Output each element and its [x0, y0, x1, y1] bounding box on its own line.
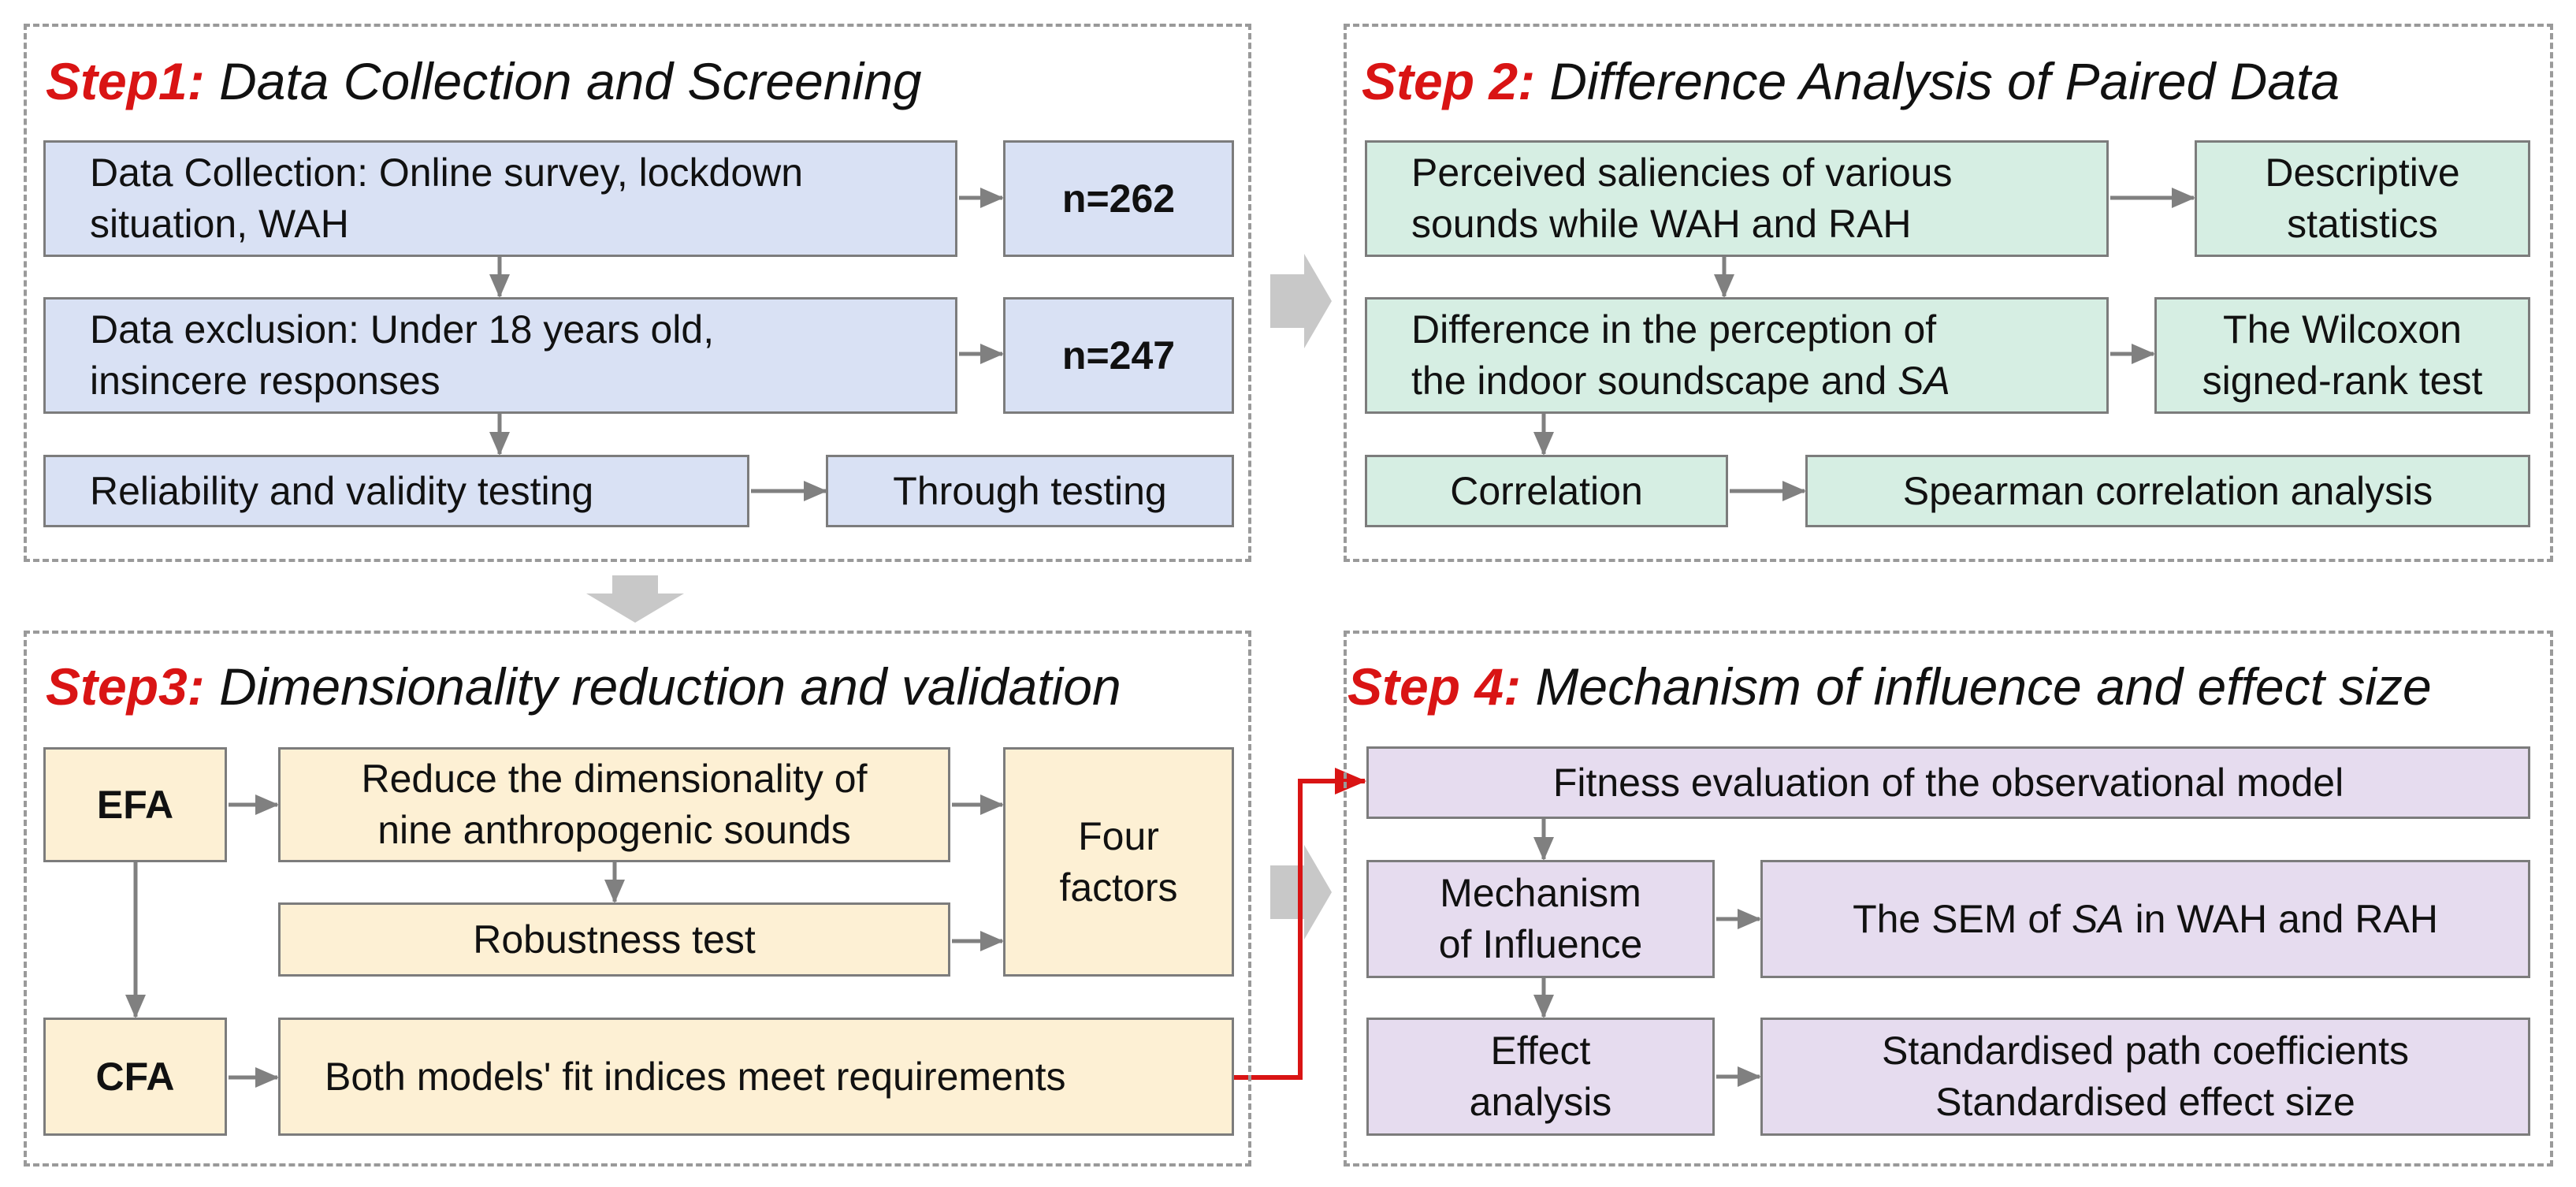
- cfa-box: CFA: [43, 1018, 227, 1136]
- data-collection-text: Data Collection: Online survey, lockdown…: [90, 151, 804, 246]
- four-factors-text: Four factors: [1059, 813, 1178, 910]
- step3-title: Step3: Dimensionality reduction and vali…: [46, 660, 1121, 713]
- through-testing-box: Through testing: [826, 455, 1234, 527]
- fitness-evaluation-box: Fitness evaluation of the observational …: [1366, 746, 2530, 819]
- robustness-test-text: Robustness test: [473, 917, 756, 962]
- perceived-saliencies-box: Perceived saliencies of various sounds w…: [1365, 140, 2109, 257]
- step2-label: Step 2:: [1362, 52, 1536, 110]
- four-factors-box: Four factors: [1003, 747, 1234, 977]
- reliability-testing-text: Reliability and validity testing: [90, 468, 594, 513]
- model-fit-text: Both models' fit indices meet requiremen…: [325, 1054, 1066, 1099]
- sem-text-start: The SEM of: [1853, 896, 2072, 941]
- sem-text: The SEM of SA in WAH and RAH: [1853, 894, 2438, 945]
- sem-box: The SEM of SA in WAH and RAH: [1760, 860, 2530, 978]
- step4-panel: [1344, 631, 2553, 1167]
- step3-label: Step3:: [46, 657, 205, 716]
- perception-difference-line2-start: the indoor soundscape and: [1411, 359, 1898, 403]
- sample-size-247-box: n=247: [1003, 297, 1234, 414]
- cfa-text: CFA: [95, 1054, 175, 1099]
- step1-title: Step1: Data Collection and Screening: [46, 55, 922, 107]
- through-testing-text: Through testing: [893, 468, 1167, 513]
- sample-size-262-box: n=262: [1003, 140, 1234, 257]
- transition-arrow-step1-to-step2: [1270, 254, 1332, 348]
- data-exclusion-box: Data exclusion: Under 18 years old, insi…: [43, 297, 957, 414]
- effect-analysis-box: Effect analysis: [1366, 1018, 1715, 1136]
- reduce-dimensionality-box: Reduce the dimensionality of nine anthro…: [278, 747, 950, 862]
- reduce-dimensionality-text: Reduce the dimensionality of nine anthro…: [361, 757, 868, 852]
- descriptive-statistics-box: Descriptive statistics: [2195, 140, 2530, 257]
- standardised-coefficients-text: Standardised path coefficients Standardi…: [1882, 1029, 2409, 1124]
- step1-label: Step1:: [46, 52, 205, 110]
- sa-term: SA: [1898, 359, 1950, 403]
- data-exclusion-text: Data exclusion: Under 18 years old, insi…: [90, 307, 715, 403]
- perception-difference-box: Difference in the perception of the indo…: [1365, 297, 2109, 414]
- efa-box: EFA: [43, 747, 227, 862]
- model-fit-box: Both models' fit indices meet requiremen…: [278, 1018, 1234, 1136]
- wilcoxon-test-box: The Wilcoxon signed-rank test: [2154, 297, 2530, 414]
- reliability-testing-box: Reliability and validity testing: [43, 455, 749, 527]
- red-connector-step3-to-step4: [1234, 768, 1366, 1080]
- step3-panel: [24, 631, 1251, 1167]
- descriptive-statistics-text: Descriptive statistics: [2265, 151, 2460, 246]
- fitness-evaluation-text: Fitness evaluation of the observational …: [1552, 760, 2344, 805]
- correlation-text: Correlation: [1450, 468, 1643, 513]
- perceived-saliencies-text: Perceived saliencies of various sounds w…: [1411, 151, 1953, 246]
- step4-title: Step 4: Mechanism of influence and effec…: [1347, 660, 2432, 713]
- efa-text: EFA: [96, 782, 174, 827]
- data-collection-box: Data Collection: Online survey, lockdown…: [43, 140, 957, 257]
- step2-panel: [1344, 24, 2553, 562]
- spearman-analysis-text: Spearman correlation analysis: [1902, 468, 2433, 513]
- mechanism-of-influence-box: Mechanism of Influence: [1366, 860, 1715, 978]
- robustness-test-box: Robustness test: [278, 902, 950, 977]
- step4-title-text: Mechanism of influence and effect size: [1535, 657, 2432, 716]
- sample-size-262-text: n=262: [1061, 176, 1176, 221]
- step3-title-text: Dimensionality reduction and validation: [219, 657, 1121, 716]
- standardised-coefficients-box: Standardised path coefficients Standardi…: [1760, 1018, 2530, 1136]
- step4-label: Step 4:: [1347, 657, 1522, 716]
- sem-sa-term: SA: [2071, 896, 2124, 941]
- correlation-box: Correlation: [1365, 455, 1728, 527]
- sem-text-end: in WAH and RAH: [2124, 896, 2438, 941]
- step1-title-text: Data Collection and Screening: [219, 52, 922, 110]
- step2-title-text: Difference Analysis of Paired Data: [1549, 52, 2340, 110]
- step1-panel: [24, 24, 1251, 562]
- wilcoxon-test-text: The Wilcoxon signed-rank test: [2202, 307, 2483, 403]
- perception-difference-line1: Difference in the perception of: [1411, 307, 1937, 352]
- sample-size-247-text: n=247: [1061, 333, 1176, 378]
- mechanism-of-influence-text: Mechanism of Influence: [1438, 871, 1643, 966]
- perception-difference-line2: the indoor soundscape and SA: [1411, 355, 1950, 407]
- step2-title: Step 2: Difference Analysis of Paired Da…: [1362, 55, 2340, 107]
- transition-arrow-step1-to-step3: [586, 575, 684, 623]
- effect-analysis-text: Effect analysis: [1469, 1029, 1612, 1124]
- spearman-analysis-box: Spearman correlation analysis: [1805, 455, 2530, 527]
- perception-difference-text: Difference in the perception of the indo…: [1411, 304, 1950, 407]
